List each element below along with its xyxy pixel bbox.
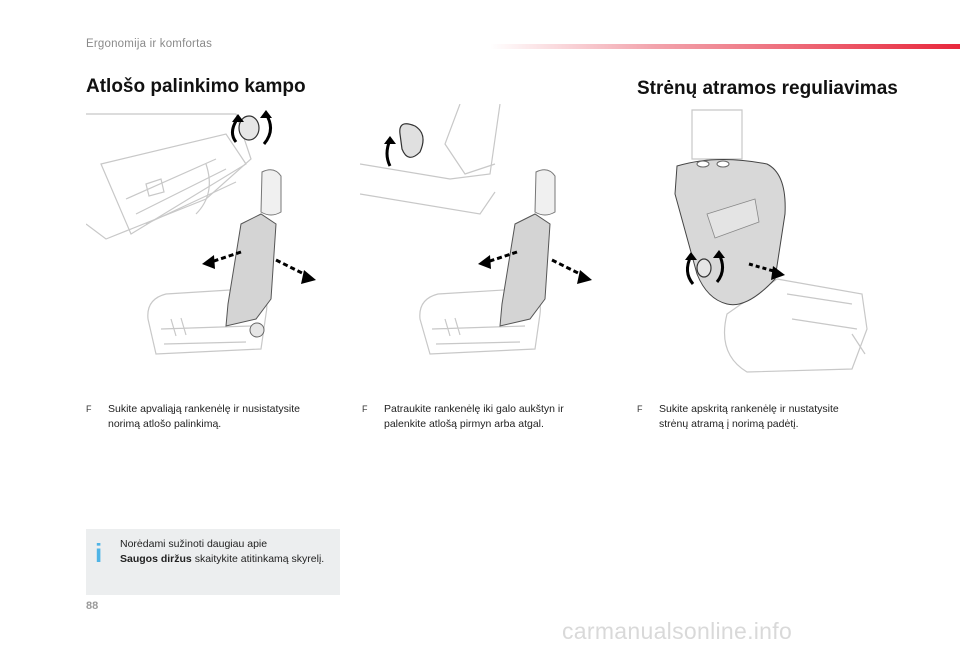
info-text-after: skaitykite atitinkamą skyrelį. [194,553,325,565]
info-box: i Norėdami sužinoti daugiau apie Saugos … [86,529,340,595]
page-number: 88 [86,600,99,612]
step-lever: F Patraukite rankenėlę iki galo aukštyn … [362,402,589,432]
title-lumbar-support: Strėnų atramos reguliavimas [637,78,898,99]
info-text: Norėdami sužinoti daugiau apie Saugos di… [120,537,330,567]
watermark: carmanualsonline.info [562,618,793,644]
step-text: Sukite apskritą rankenėlę ir nustatysite… [659,403,839,430]
lumbar-support-illustration [674,109,868,373]
backrest-lever-illustration [360,104,592,355]
info-text-bold: Saugos diržus [120,553,192,565]
section-header: Ergonomija ir komfortas [86,38,213,50]
step-bullet: F [86,404,92,414]
recline-arrows [210,250,309,278]
title-backrest-angle: Atlošo palinkimo kampo [86,76,306,97]
backrest [225,213,277,327]
step-lumbar: F Sukite apskritą rankenėlę ir nustatysi… [637,402,864,432]
knob-detail [231,110,272,145]
step-bullet: F [362,404,368,414]
step-text: Sukite apvaliąją rankenėlę ir nusistatys… [108,403,301,430]
step-bullet: F [637,404,643,414]
headrest [260,169,282,216]
step-text: Patraukite rankenėlę iki galo aukštyn ir… [384,403,564,430]
step-rotary-knob: F Sukite apvaliąją rankenėlę ir nusistat… [86,402,313,432]
header-accent-bar [490,44,960,49]
backrest-knob-illustration [86,110,316,355]
info-text-before: Norėdami sužinoti daugiau apie [120,538,268,550]
info-icon: i [95,538,103,568]
